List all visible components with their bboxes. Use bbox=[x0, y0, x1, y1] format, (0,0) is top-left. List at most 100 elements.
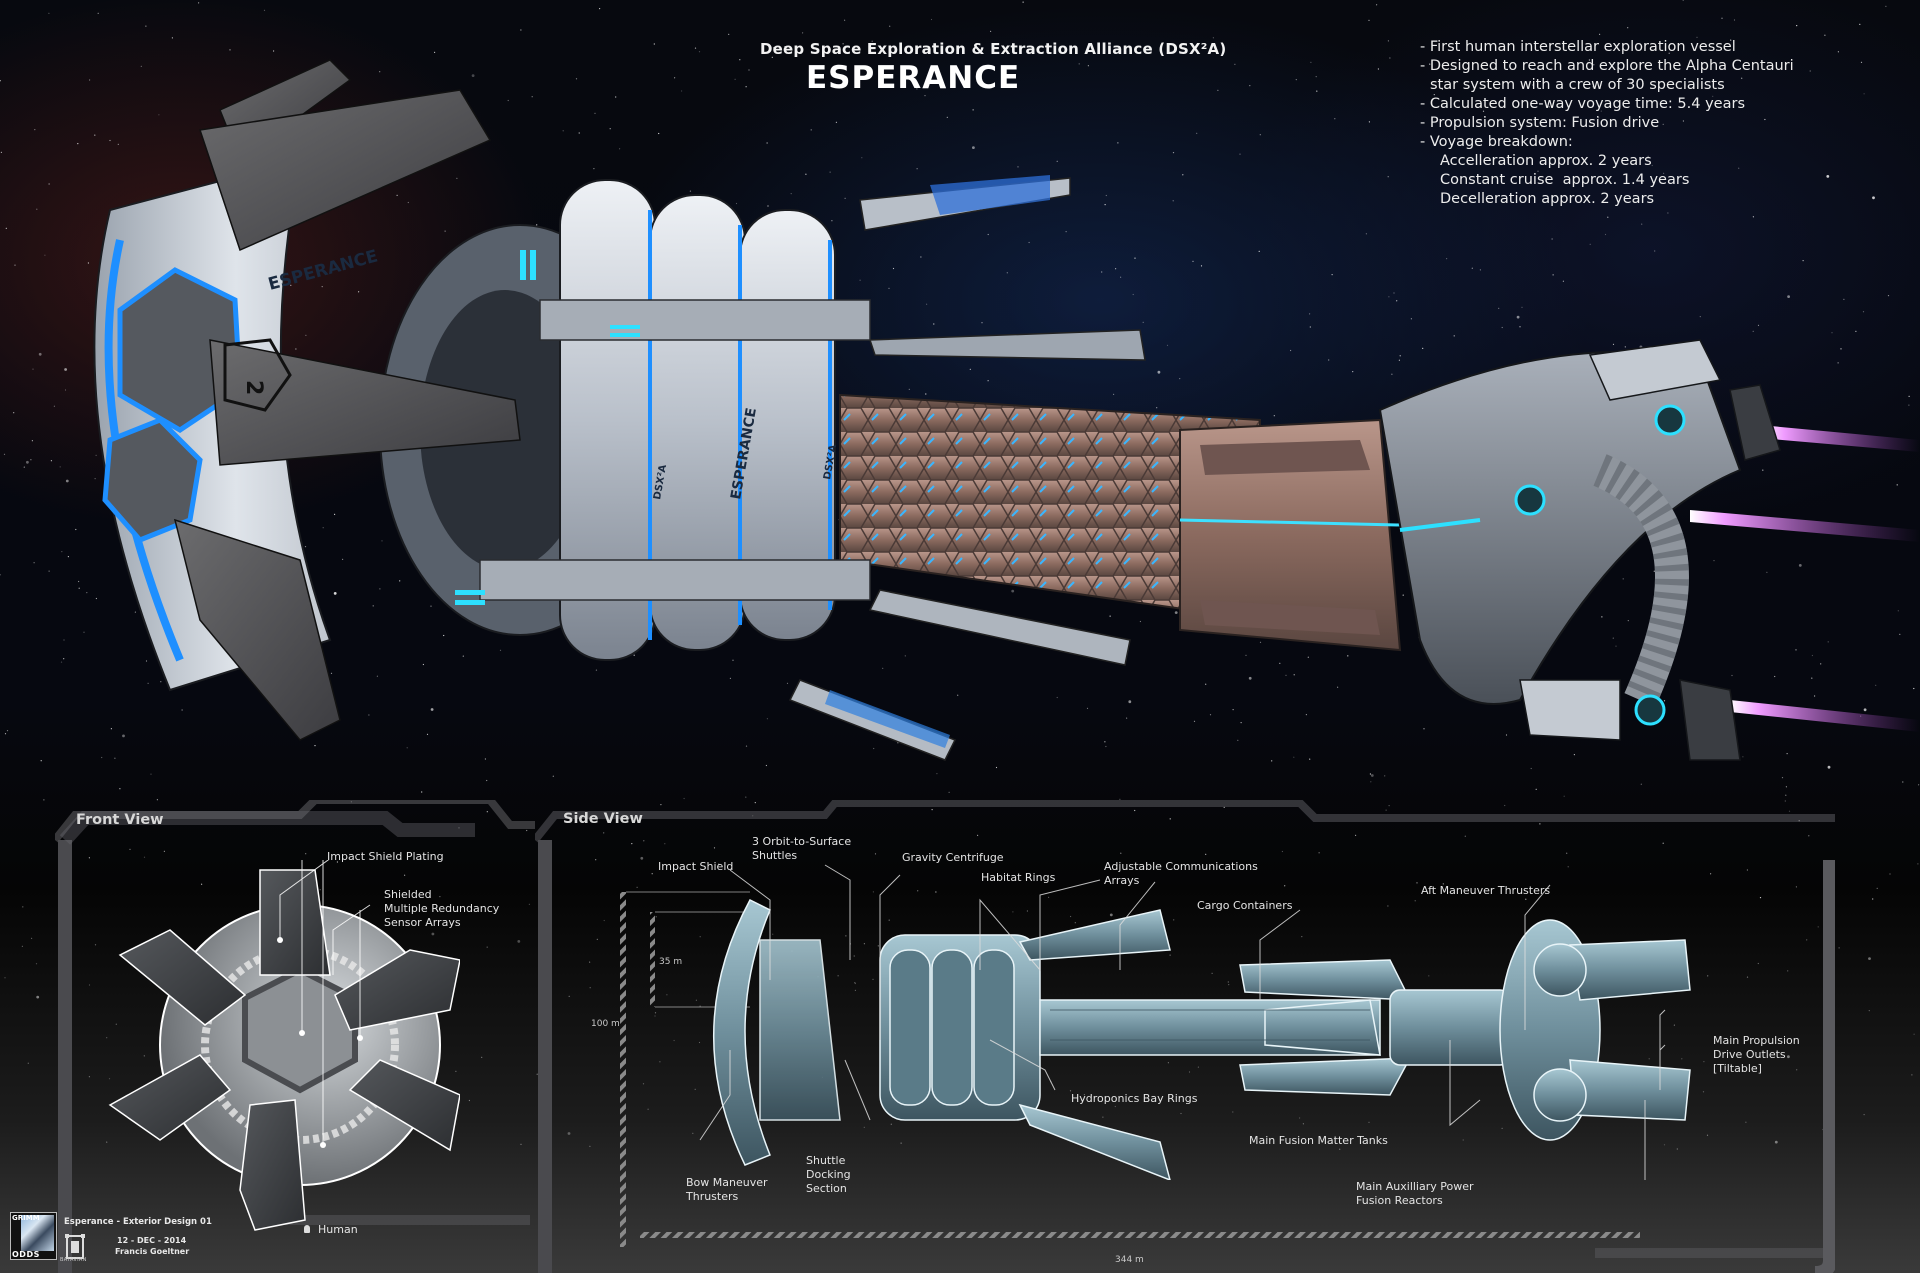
label-shuttles: 3 Orbit-to-Surface Shuttles bbox=[752, 835, 852, 862]
star bbox=[455, 1070, 457, 1072]
star bbox=[1384, 775, 1386, 777]
star bbox=[89, 79, 91, 81]
star bbox=[484, 758, 486, 760]
star bbox=[745, 86, 747, 88]
fact-line: - Propulsion system: Fusion drive bbox=[1420, 115, 1660, 131]
star bbox=[765, 764, 768, 767]
star bbox=[654, 1015, 656, 1017]
fact-line: Decelleration approx. 2 years bbox=[1440, 191, 1655, 207]
star bbox=[6, 730, 9, 732]
star bbox=[1573, 754, 1575, 756]
star bbox=[1795, 649, 1797, 651]
star bbox=[1065, 231, 1067, 233]
star bbox=[1387, 176, 1389, 178]
star bbox=[1377, 68, 1379, 70]
star bbox=[1752, 216, 1754, 218]
habitat-rings: ESPERANCE DSX²A DSX²A bbox=[379, 179, 871, 661]
star bbox=[1663, 172, 1665, 174]
star bbox=[1012, 911, 1014, 913]
star bbox=[406, 747, 408, 749]
studio-logo-icon bbox=[65, 1234, 85, 1259]
star bbox=[290, 284, 292, 286]
star bbox=[3, 453, 6, 455]
star bbox=[1762, 469, 1764, 471]
star bbox=[1482, 110, 1485, 112]
star bbox=[1365, 233, 1367, 235]
star bbox=[872, 891, 875, 893]
star bbox=[1562, 280, 1564, 282]
star bbox=[64, 389, 67, 391]
star bbox=[109, 139, 111, 142]
star bbox=[1752, 330, 1754, 332]
star bbox=[273, 50, 275, 52]
star bbox=[1328, 359, 1330, 361]
star bbox=[443, 634, 445, 637]
star bbox=[1838, 947, 1840, 949]
star bbox=[1786, 753, 1788, 755]
star bbox=[589, 987, 591, 989]
star bbox=[1172, 152, 1175, 154]
star bbox=[1070, 915, 1072, 918]
star bbox=[916, 88, 918, 90]
star bbox=[1355, 834, 1357, 837]
star bbox=[342, 558, 344, 561]
star bbox=[1604, 233, 1607, 236]
star bbox=[1271, 760, 1273, 762]
star bbox=[692, 1132, 694, 1134]
star bbox=[859, 279, 861, 281]
star bbox=[766, 718, 769, 720]
star bbox=[1733, 19, 1736, 21]
star bbox=[1781, 777, 1784, 779]
star bbox=[1301, 936, 1303, 938]
star bbox=[1730, 39, 1732, 41]
star bbox=[1239, 153, 1241, 155]
star bbox=[882, 667, 884, 669]
star bbox=[1746, 976, 1749, 978]
star bbox=[396, 194, 398, 196]
star bbox=[106, 1141, 108, 1143]
star bbox=[1259, 134, 1261, 136]
star bbox=[430, 605, 432, 607]
star bbox=[1453, 335, 1455, 337]
star bbox=[1388, 805, 1390, 807]
label-sensor-arrays: Shielded Multiple Redundancy Sensor Arra… bbox=[384, 888, 500, 929]
star bbox=[1710, 873, 1712, 875]
star bbox=[1519, 326, 1521, 328]
star bbox=[31, 937, 33, 940]
star bbox=[1240, 722, 1242, 724]
star bbox=[1105, 194, 1107, 197]
star bbox=[1416, 882, 1418, 884]
star bbox=[987, 380, 989, 382]
engine-exhaust bbox=[1690, 425, 1920, 732]
star bbox=[1056, 160, 1058, 162]
star bbox=[88, 857, 90, 859]
star bbox=[1837, 51, 1839, 53]
star bbox=[536, 224, 538, 226]
star bbox=[889, 25, 891, 27]
star bbox=[36, 208, 38, 210]
star bbox=[1814, 695, 1816, 697]
star bbox=[1875, 684, 1877, 686]
star bbox=[1120, 276, 1122, 278]
star bbox=[739, 59, 741, 61]
star bbox=[1593, 64, 1595, 66]
star bbox=[1169, 954, 1171, 956]
hull-marking-number: 2 bbox=[241, 380, 266, 395]
label-impact-shield-plating: Impact Shield Plating bbox=[327, 850, 444, 863]
star bbox=[78, 587, 80, 589]
star bbox=[1293, 756, 1295, 758]
star bbox=[21, 945, 23, 947]
star bbox=[1193, 720, 1196, 722]
star bbox=[34, 129, 36, 131]
star bbox=[26, 460, 29, 464]
star bbox=[1464, 835, 1466, 837]
label-bow-thrusters: Bow Maneuver Thrusters bbox=[686, 1176, 768, 1203]
star bbox=[1612, 343, 1615, 345]
star bbox=[1539, 823, 1541, 825]
star bbox=[1551, 238, 1553, 240]
star bbox=[88, 1076, 90, 1078]
label-propulsion-outlets: Main Propulsion Drive Outlets [Tiltable] bbox=[1713, 1034, 1800, 1075]
star bbox=[1422, 347, 1424, 349]
star bbox=[1721, 17, 1723, 19]
star bbox=[486, 811, 488, 813]
